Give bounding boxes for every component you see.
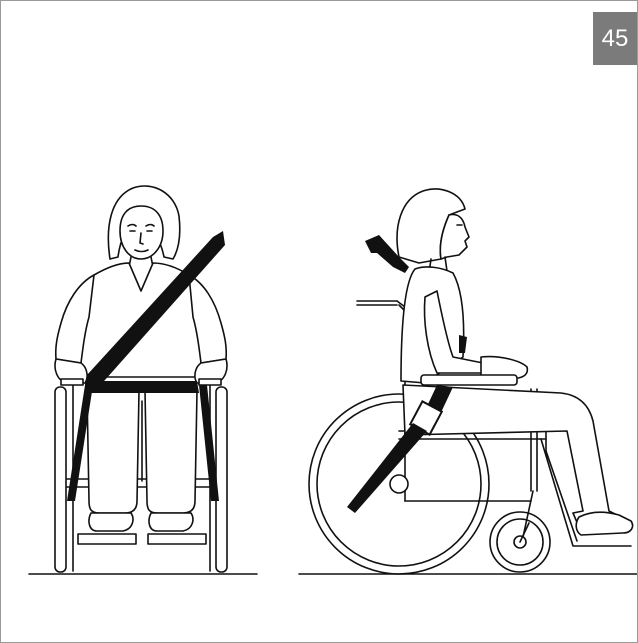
front-left-wheel: [55, 387, 66, 572]
front-right-footrest: [148, 534, 206, 544]
front-left-shoe: [89, 513, 133, 531]
side-shoe: [576, 512, 632, 535]
front-right-armrest: [199, 379, 221, 385]
front-right-wheel: [216, 387, 227, 572]
front-view: [29, 186, 257, 574]
side-person: [397, 189, 632, 535]
front-right-shoe: [149, 513, 193, 531]
side-armrest: [421, 375, 517, 385]
front-left-armrest: [61, 379, 83, 385]
front-left-footrest: [78, 534, 136, 544]
front-right-leg: [145, 391, 197, 513]
front-left-leg: [87, 391, 139, 513]
side-view: [299, 189, 637, 574]
